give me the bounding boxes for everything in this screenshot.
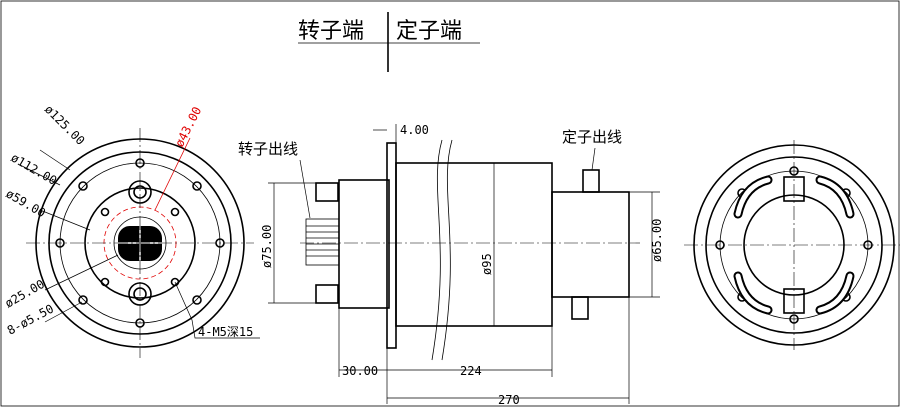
stator-hole <box>715 240 725 250</box>
dim-d112: ø112.00 <box>9 150 60 187</box>
stator-body <box>551 191 630 298</box>
leader-25 <box>44 254 119 291</box>
leader-43 <box>154 137 191 211</box>
mount-hole <box>78 295 88 305</box>
rotor-side-title: 转子端 <box>298 19 364 44</box>
stator-end-view <box>684 140 900 350</box>
main-body <box>395 162 553 327</box>
dim-len224: 224 <box>460 364 482 378</box>
stator-hole <box>789 314 799 324</box>
mount-hole <box>215 238 225 248</box>
leader-112 <box>19 164 61 186</box>
mount-hole <box>78 181 88 191</box>
break-line-2 <box>441 139 453 361</box>
mount-hole <box>55 238 65 248</box>
side-view: 转子出线 定子出线 4.00 ø75.00 ø95 ø65.00 30.00 2… <box>238 123 664 407</box>
tapped-hole <box>100 277 110 287</box>
fitting-bottom-inner <box>133 287 147 301</box>
arc-slot-inner <box>817 177 853 217</box>
dim-d65: ø65.00 <box>650 219 664 262</box>
arc-slot-inner <box>735 177 771 217</box>
tapped-hole <box>170 277 180 287</box>
mount-hole <box>192 295 202 305</box>
fitting-top <box>128 180 152 204</box>
break-line-1 <box>431 139 443 361</box>
leader-125 <box>39 149 71 171</box>
dim-d59: ø59.00 <box>4 186 49 220</box>
rotor-fitting-top <box>315 182 339 202</box>
tapped-hole <box>100 207 110 217</box>
circle-59 <box>84 187 196 299</box>
stator-fitting-bottom <box>571 296 589 320</box>
stator-fitting-top <box>582 169 600 193</box>
stator-fitting-top <box>783 176 805 202</box>
mount-hole <box>135 158 145 168</box>
dim-d75: ø75.00 <box>260 225 274 268</box>
dim-flange-thk: 4.00 <box>400 123 429 137</box>
tapped-hole <box>170 207 180 217</box>
stator-wires-label: 定子出线 <box>562 128 622 146</box>
dim-d125: ø125.00 <box>42 102 88 148</box>
stator-wires-leader <box>591 147 596 171</box>
rotor-fitting-bottom <box>315 284 339 304</box>
fitting-bottom <box>128 282 152 306</box>
leader-holes <box>44 301 83 323</box>
dim-d43: ø43.00 <box>172 104 204 149</box>
dim-len270: 270 <box>498 393 520 407</box>
leader-tapped <box>174 281 260 339</box>
arc-slot-inner <box>817 273 853 313</box>
mount-hole <box>192 181 202 191</box>
dim-tapped: 4-M5深15 <box>198 325 253 339</box>
stator-side-title: 定子端 <box>396 19 462 44</box>
rotor-end-view: ø125.00 ø43.00 ø112.00 ø59.00 ø25.00 8-ø… <box>3 102 260 358</box>
dim-d95: ø95 <box>480 253 494 275</box>
rotor-hub <box>338 179 390 309</box>
stator-fitting-bottom <box>783 288 805 314</box>
leader-59 <box>39 209 91 231</box>
mount-hole <box>135 318 145 328</box>
rotor-wires-leader <box>299 159 311 219</box>
stator-hole <box>789 166 799 176</box>
fitting-top-inner <box>133 185 147 199</box>
dim-len30: 30.00 <box>342 364 378 378</box>
arc-slot-inner <box>735 273 771 313</box>
rotor-wires-label: 转子出线 <box>238 140 298 158</box>
stator-hole <box>863 240 873 250</box>
